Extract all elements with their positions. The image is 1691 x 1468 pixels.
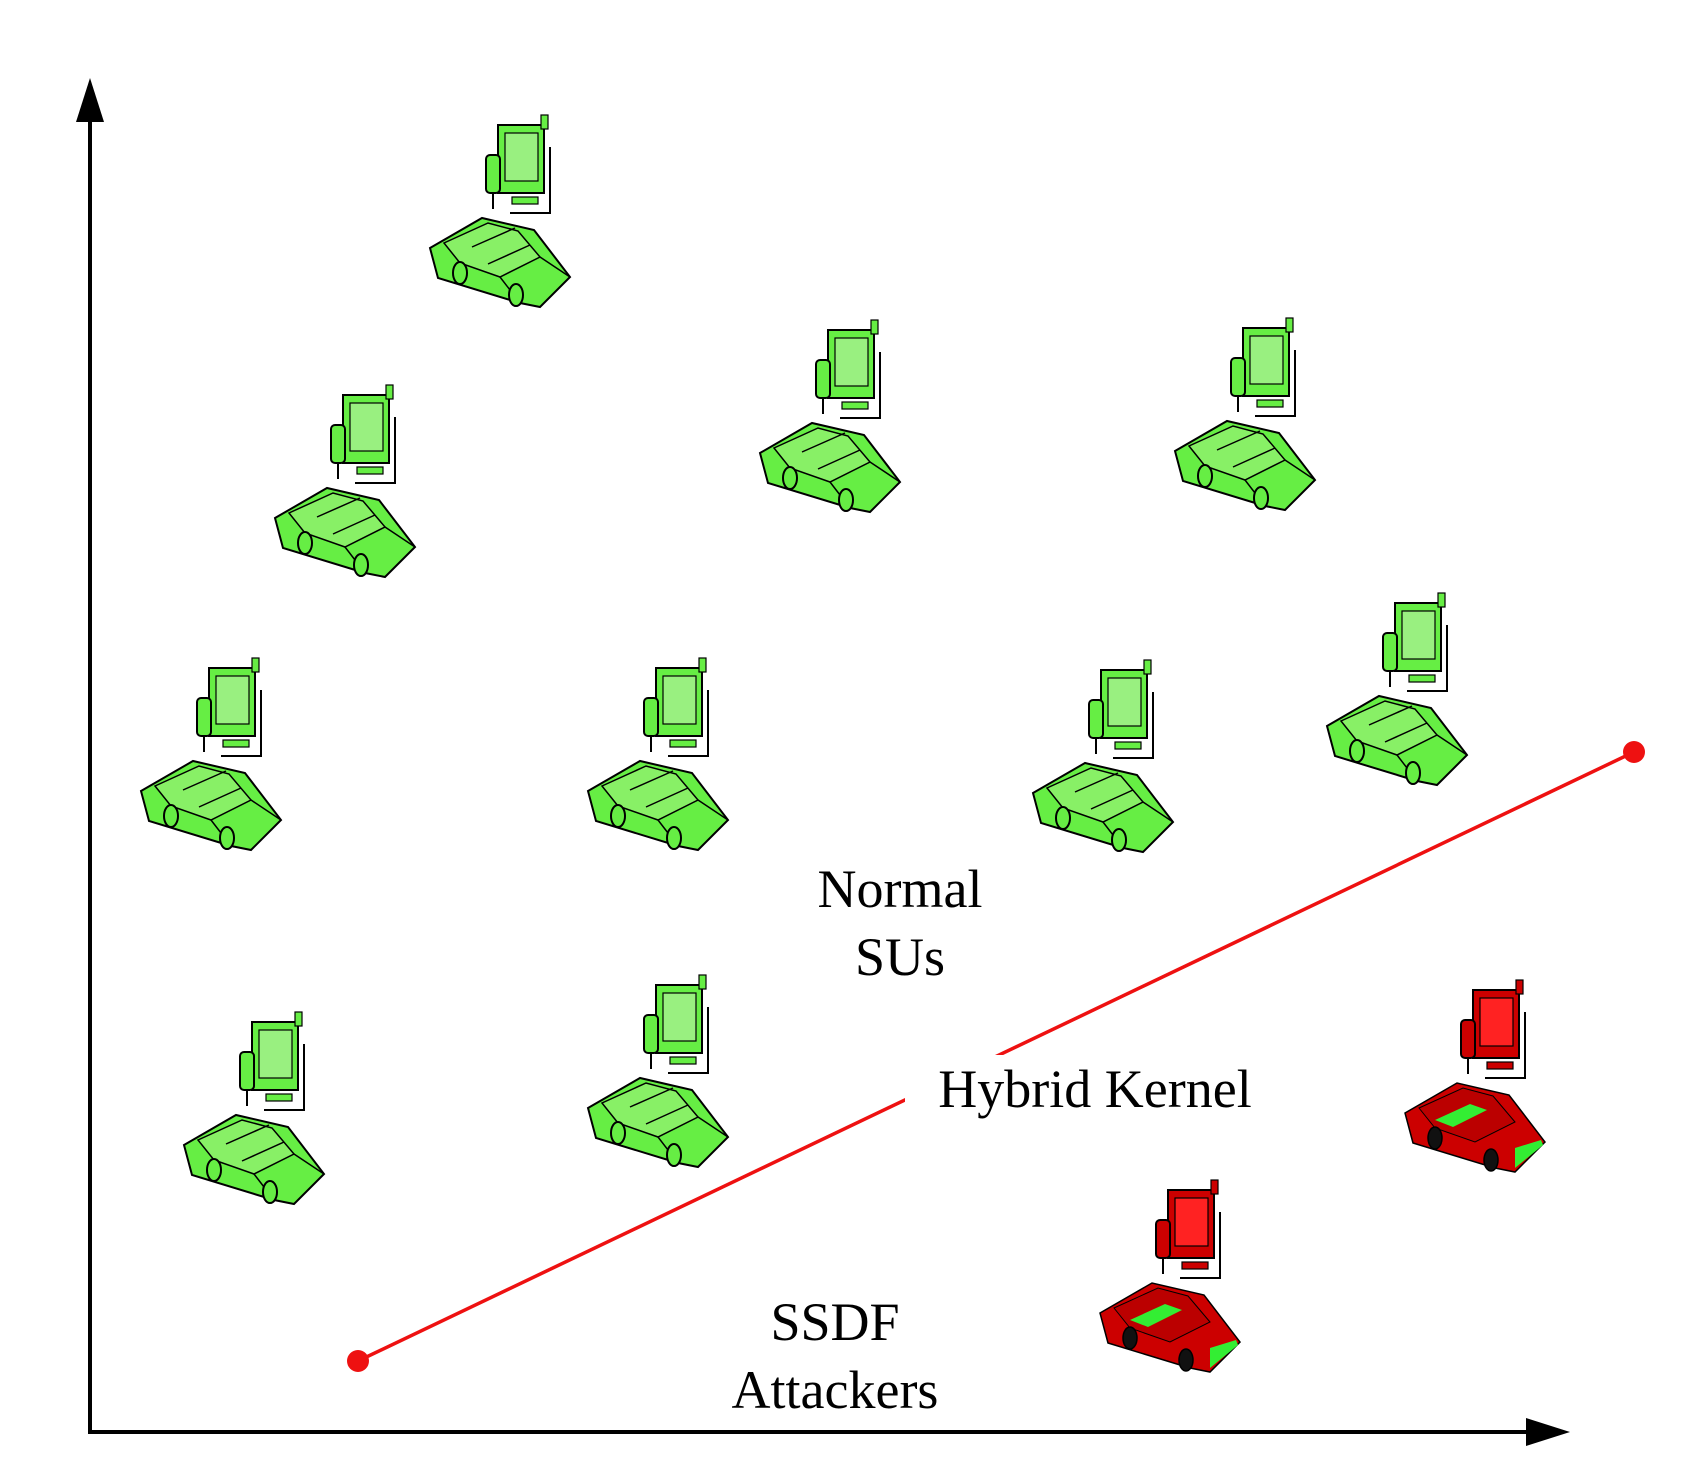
normal-su-vehicle-icon	[587, 974, 729, 1168]
boundary-endpoint	[1623, 741, 1645, 763]
normal-sus-label-line1: Normal	[817, 859, 983, 919]
normal-su-vehicle-icon	[274, 384, 416, 578]
normal-su-vehicle-icon	[1032, 659, 1174, 853]
boundary-endpoint	[347, 1350, 369, 1372]
normal-sus-label-line2: SUs	[854, 927, 946, 987]
hybrid-kernel-label: Hybrid Kernel	[905, 1055, 1285, 1123]
normal-su-vehicle-icon	[1174, 317, 1316, 511]
normal-su-vehicle-icon	[429, 114, 571, 308]
normal-sus-label: Normal SUs	[780, 855, 1020, 991]
normal-su-group	[140, 114, 1468, 1205]
x-axis-arrowhead	[1526, 1418, 1570, 1446]
normal-su-vehicle-icon	[183, 1011, 325, 1205]
normal-su-vehicle-icon	[759, 319, 901, 513]
ssdf-attackers-label-line2: Attackers	[731, 1360, 939, 1420]
normal-su-vehicle-icon	[587, 657, 729, 851]
ssdf-attackers-label-line1: SSDF	[770, 1292, 900, 1352]
normal-su-vehicle-icon	[1326, 592, 1468, 786]
ssdf-attackers-label: SSDF Attackers	[700, 1288, 970, 1424]
ssdf-attacker-vehicle-icon	[1099, 1179, 1241, 1373]
normal-su-vehicle-icon	[140, 657, 282, 851]
axes	[76, 78, 1570, 1446]
ssdf-attacker-group	[1099, 979, 1546, 1373]
y-axis-arrowhead	[76, 78, 104, 122]
ssdf-attacker-vehicle-icon	[1404, 979, 1546, 1173]
